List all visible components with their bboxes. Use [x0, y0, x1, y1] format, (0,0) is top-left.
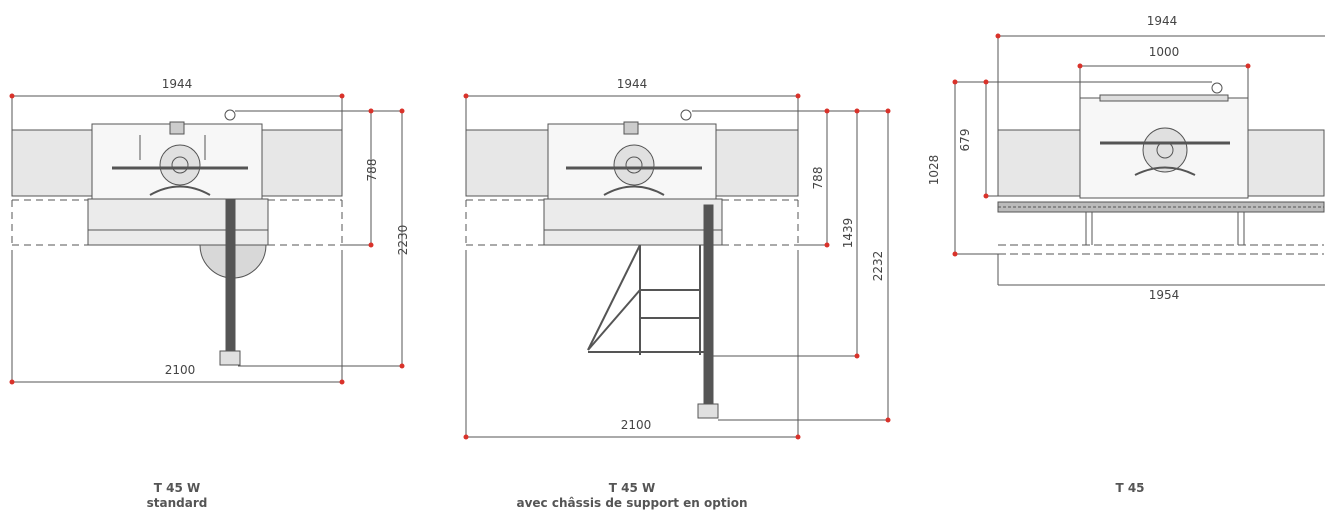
dim-width-bottom-1: 2100: [165, 363, 196, 377]
dim-height-table-1: 788: [365, 159, 379, 182]
saw-base: [87, 198, 269, 246]
dim-width-inner-3: 1000: [1149, 45, 1180, 59]
dimension-lines-3: [954, 35, 1325, 286]
caption-subtitle: avec châssis de support en option: [516, 496, 748, 510]
dim-width-top-2: 1944: [617, 77, 648, 91]
saw-base: [543, 198, 723, 246]
stand-leg: [225, 199, 236, 356]
caption-subtitle: standard: [146, 496, 208, 510]
dim-width-bottom-3: 1954: [1149, 288, 1180, 302]
lifting-eye-icon: [1211, 82, 1223, 94]
table-extension-right: [715, 129, 799, 197]
lifting-eye-icon: [680, 109, 692, 121]
blade-icon: [159, 144, 201, 186]
caption-drawing-1: T 45 W standard: [107, 481, 247, 511]
stand-leg: [703, 204, 714, 408]
dimension-points-3: [952, 33, 1251, 257]
lifting-eye-icon: [224, 109, 236, 121]
table-extension-left: [465, 129, 549, 197]
table-extension-right: [1247, 129, 1325, 197]
table-extension-right: [261, 129, 343, 197]
caption-title: T 45 W: [153, 481, 201, 495]
dim-height-total-1: 2230: [396, 225, 410, 256]
blade-icon: [1142, 127, 1188, 173]
table-extension-left: [11, 129, 93, 197]
drawing-t45w-standard: [11, 109, 343, 366]
caption-drawing-3: T 45: [1100, 481, 1160, 496]
support-frame: [587, 244, 705, 355]
dim-height-total-3: 1028: [927, 155, 941, 186]
dim-height-mid-2: 1439: [841, 218, 855, 249]
blade-icon: [613, 144, 655, 186]
dim-width-top-1: 1944: [162, 77, 193, 91]
drawing-t45w-frame: [465, 109, 799, 419]
dimension-lines-1: [11, 95, 403, 383]
caption-drawing-2: T 45 W avec châssis de support en option: [512, 481, 752, 511]
caption-title: T 45: [1115, 481, 1145, 495]
dim-height-inner-3: 679: [958, 129, 972, 152]
dimension-lines-2: [465, 95, 889, 438]
dimension-points-1: [9, 93, 405, 385]
dim-width-outer-3: 1944: [1147, 14, 1178, 28]
dim-width-bottom-2: 2100: [621, 418, 652, 432]
drawing-t45: [997, 82, 1325, 255]
dim-height-table-2: 788: [811, 167, 825, 190]
foot: [697, 403, 719, 419]
caption-title: T 45 W: [608, 481, 656, 495]
dimension-points-2: [463, 93, 891, 440]
table-extension-left: [997, 129, 1081, 197]
foot: [219, 350, 241, 366]
dim-height-total-2: 2232: [871, 251, 885, 282]
